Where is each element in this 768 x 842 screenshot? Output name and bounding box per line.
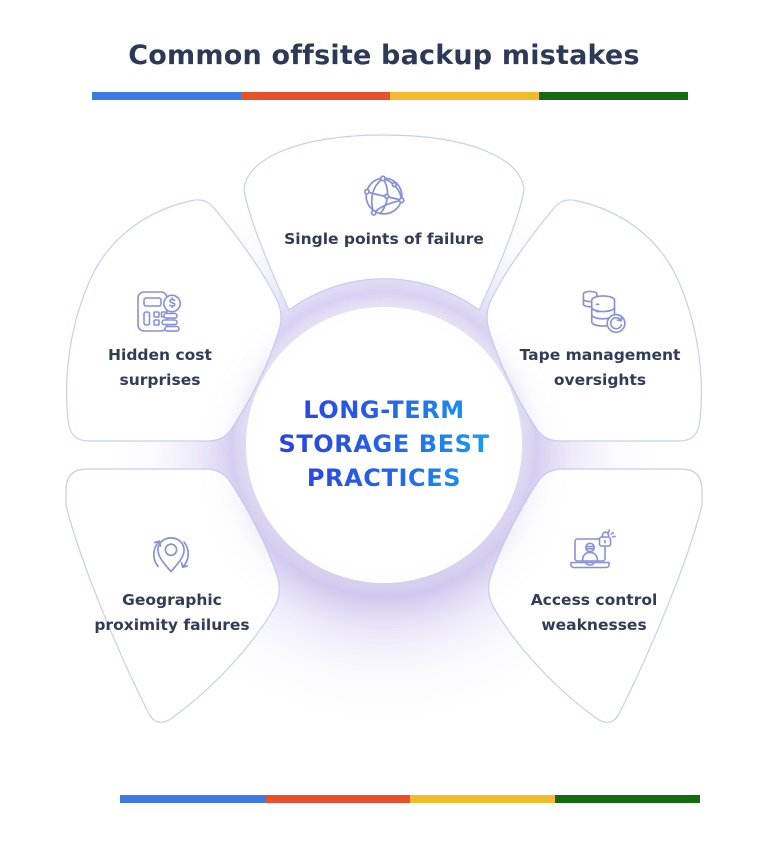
petal-label-tape-management: Tape management oversights	[519, 346, 681, 389]
network-globe-icon	[358, 170, 410, 222]
laptop-intruder-lock-icon	[562, 527, 618, 581]
page-title: Common offsite backup mistakes	[128, 40, 640, 71]
petal-shape-lower-right	[488, 468, 703, 723]
accent-segment-green	[539, 92, 688, 100]
center-circle	[246, 307, 522, 583]
center-title: LONG-TERM STORAGE BEST PRACTICES	[278, 396, 489, 492]
tape-storage-refresh-icon	[571, 284, 629, 338]
petal-label-single-points: Single points of failure	[284, 230, 484, 248]
petal-shape-lower-left	[65, 468, 280, 723]
location-pin-sync-icon	[144, 528, 198, 582]
petal-label-geographic: Geographic proximity failures	[94, 591, 250, 634]
petal-label-hidden-cost: Hidden cost surprises	[108, 346, 212, 389]
petal-shape-top	[243, 134, 525, 311]
accent-segment-red	[265, 795, 410, 803]
center-title-line-3: PRACTICES	[307, 464, 461, 492]
center-title-line-1: LONG-TERM	[303, 396, 465, 424]
accent-segment-yellow	[390, 92, 539, 100]
accent-segment-red	[241, 92, 390, 100]
accent-segment-blue	[92, 92, 241, 100]
center-title-line-2: STORAGE BEST	[278, 430, 489, 458]
petal-label-access-control: Access control weaknesses	[530, 591, 658, 634]
accent-bar-bottom	[120, 795, 700, 803]
calculator-coins-icon	[130, 286, 186, 340]
accent-bar-top	[92, 92, 688, 100]
accent-segment-green	[555, 795, 700, 803]
accent-segment-blue	[120, 795, 265, 803]
accent-segment-yellow	[410, 795, 555, 803]
